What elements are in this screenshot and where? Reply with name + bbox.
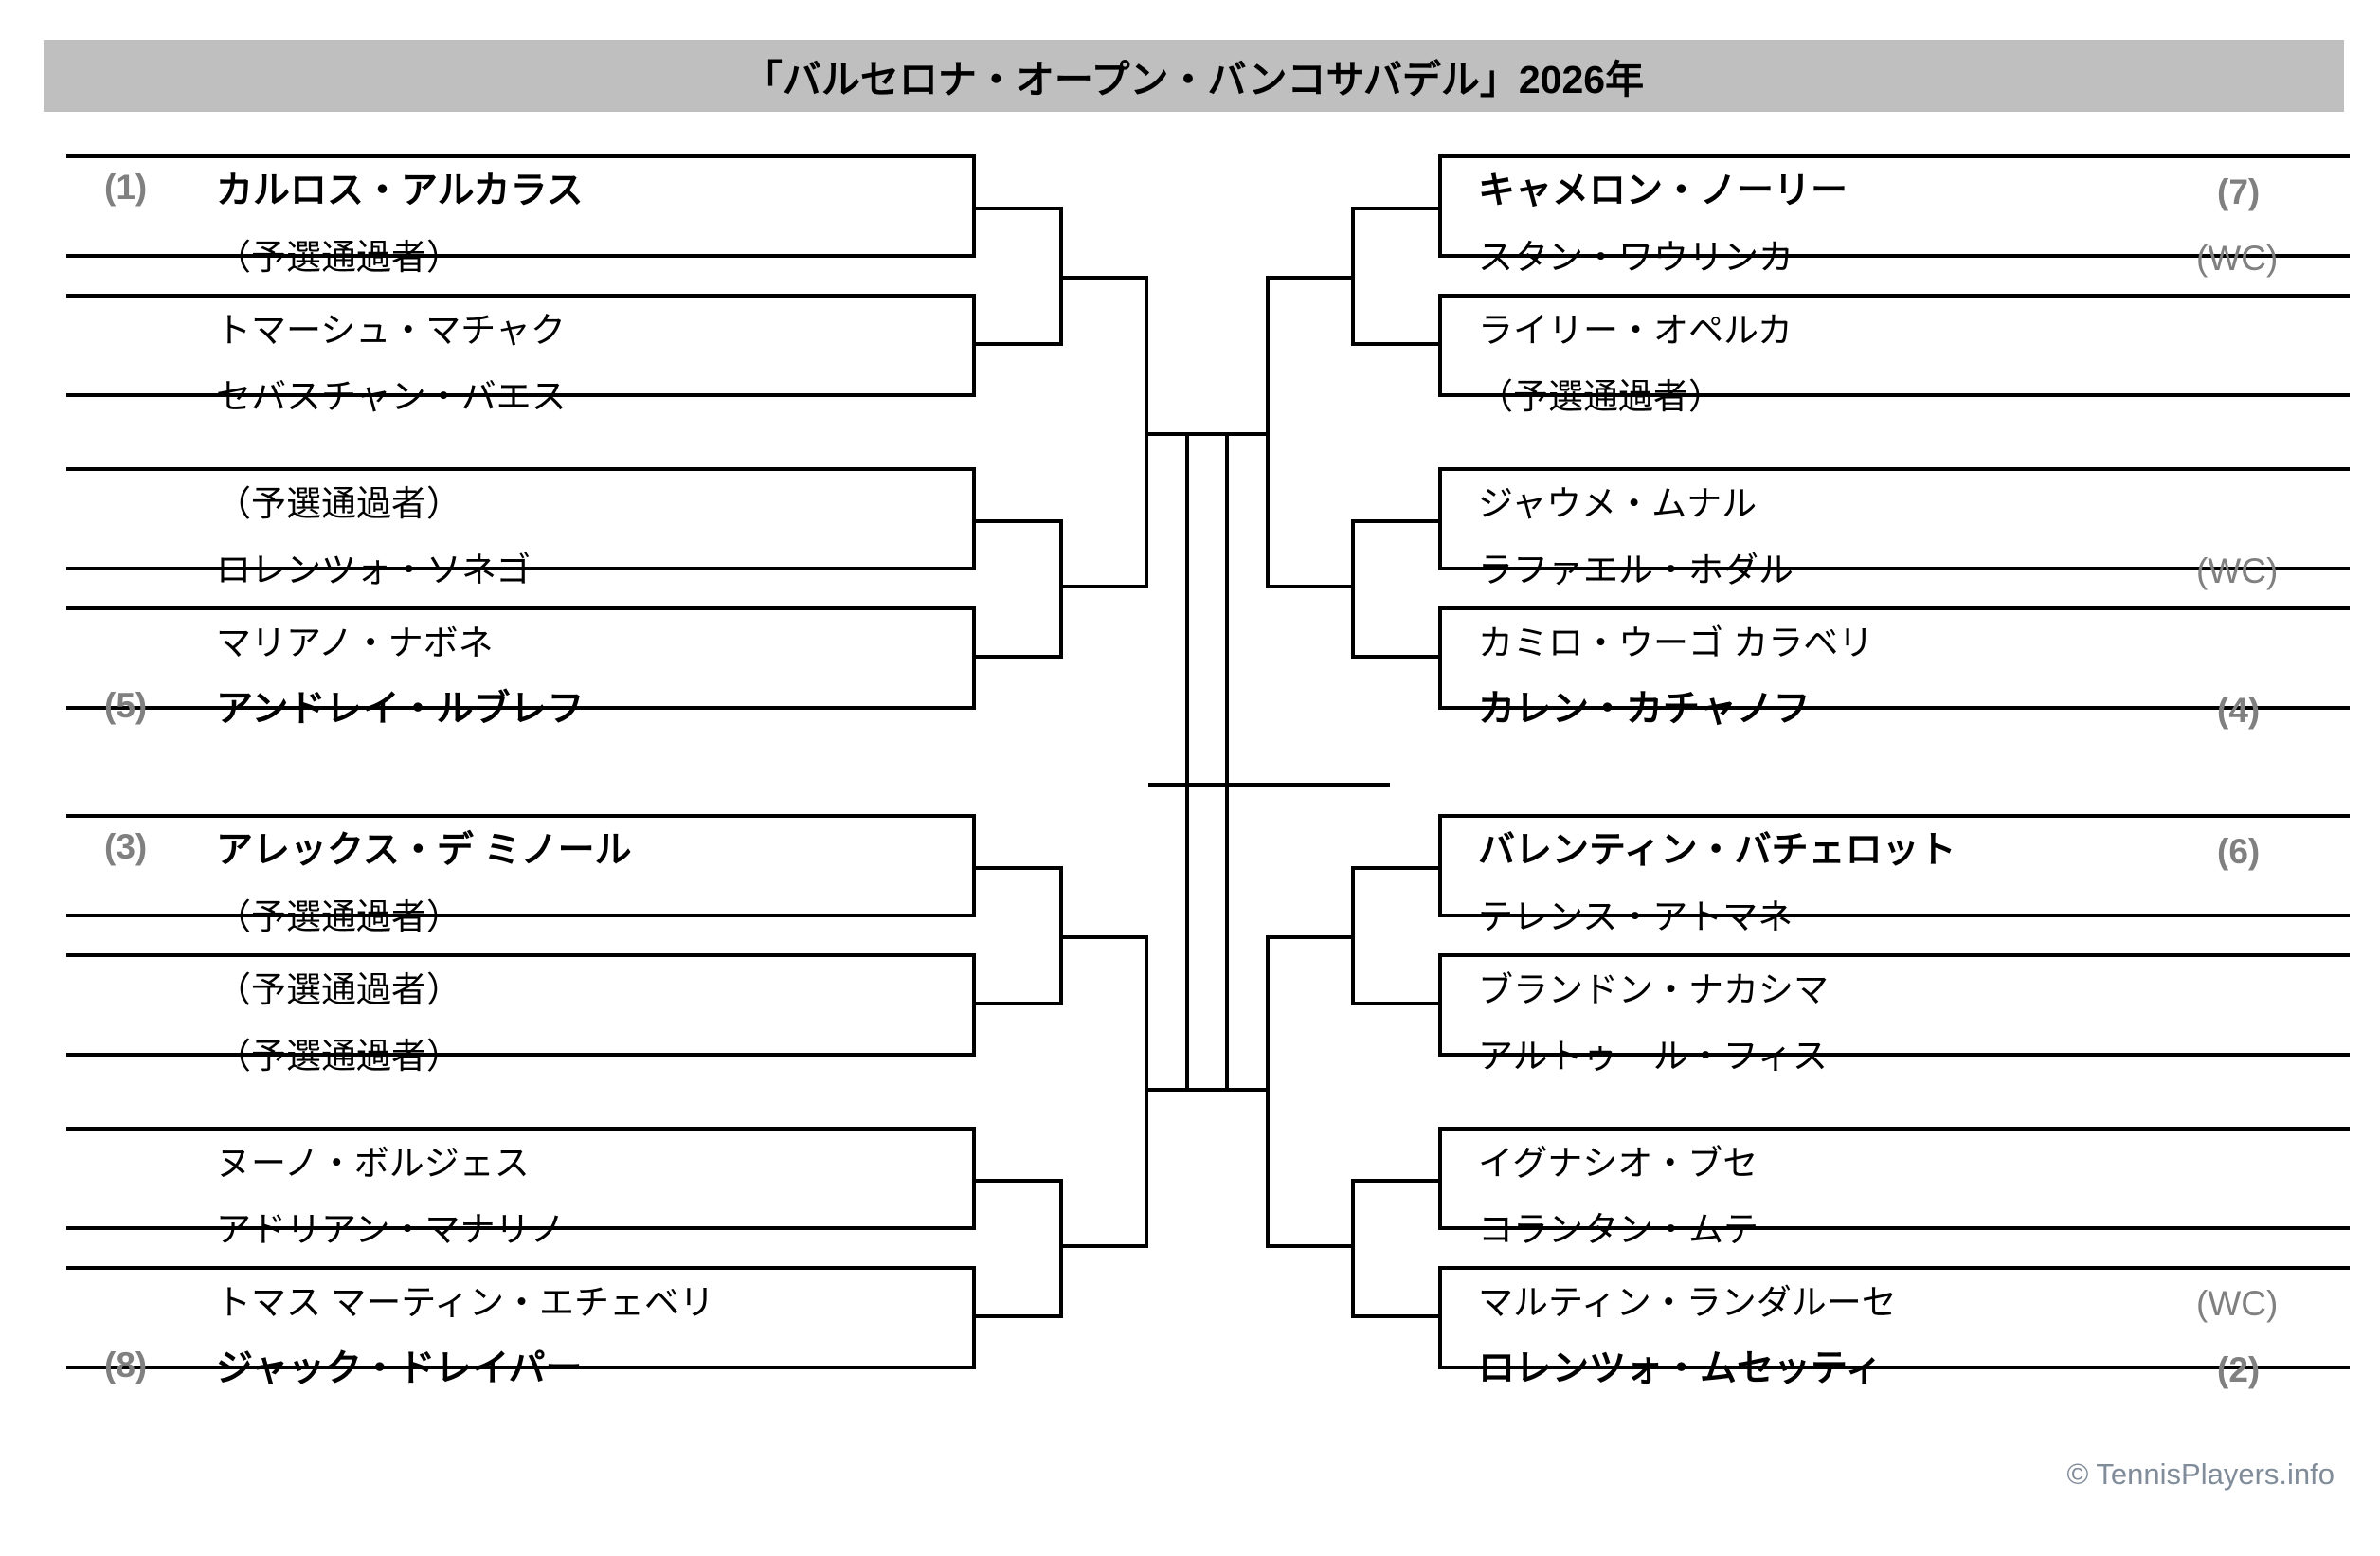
player-slot-L1-2[interactable]: （予選通過者） (104, 227, 461, 280)
player-slot-R7-1[interactable]: イグナシオ・ブセ (1478, 1133, 1758, 1186)
wildcard-label-R3-2: (WC) (2196, 552, 2279, 590)
wildcard-label-R8-1: (WC) (2196, 1284, 2279, 1323)
seed-label-R8-2: (2) (2217, 1350, 2261, 1389)
player-name: トマス マーティン・エチェベリ (216, 1283, 715, 1322)
player-name: マルティン・ランダルーセ (1478, 1283, 1897, 1322)
player-slot-L8-2[interactable]: (8) ジャック・ドレイパー (104, 1339, 583, 1392)
player-name: スタン・ワウリンカ (1478, 238, 1794, 277)
player-slot-R1-1[interactable]: キャメロン・ノーリー (1478, 161, 1848, 214)
player-name: カミロ・ウーゴ カラベリ (1478, 624, 1874, 662)
connector-L-r2-a (976, 207, 1063, 346)
player-name: （予選通過者） (216, 238, 461, 277)
player-name: イグナシオ・ブセ (1478, 1144, 1758, 1183)
player-slot-L6-1[interactable]: （予選通過者） (104, 960, 461, 1013)
player-name: ラファエル・ホダル (1478, 551, 1794, 589)
player-name: （予選通過者） (216, 970, 461, 1009)
seed-label-R4-2: (4) (2217, 691, 2261, 730)
player-slot-L4-1[interactable]: マリアノ・ナボネ (104, 613, 494, 666)
player-slot-L3-2[interactable]: ロレンツォ・ソネゴ (104, 540, 531, 593)
player-name: （予選通過者） (1478, 377, 1723, 416)
player-slot-R3-2[interactable]: ラファエル・ホダル (1478, 540, 1794, 593)
player-name: （予選通過者） (216, 484, 461, 523)
seed-label-R5-1: (6) (2217, 832, 2261, 871)
player-name: テレンス・アトマネ (1478, 897, 1794, 936)
final-line-right (1229, 783, 1267, 787)
player-name: セバスチャン・バエス (216, 377, 567, 416)
player-slot-L8-1[interactable]: トマス マーティン・エチェベリ (104, 1273, 714, 1326)
player-slot-R4-2[interactable]: カレン・カチャノフ (1478, 679, 1811, 733)
connector-R-r2-c (1351, 866, 1438, 1005)
player-slot-L5-1[interactable]: (3) アレックス・デ ミノール (104, 821, 632, 874)
connector-R-r2-b (1351, 519, 1438, 659)
player-slot-R6-2[interactable]: アルトゥール・フィス (1478, 1026, 1828, 1079)
player-slot-L2-2[interactable]: セバスチャン・バエス (104, 367, 567, 420)
player-name: ライリー・オペルカ (1478, 311, 1793, 350)
player-name: バレンティン・バチェロット (1478, 830, 1956, 871)
player-name: アレックス・デ ミノール (216, 830, 632, 871)
player-name: カレン・カチャノフ (1478, 689, 1811, 730)
player-slot-R8-2[interactable]: ロレンツォ・ムセッティ (1478, 1339, 1883, 1392)
player-slot-L5-2[interactable]: （予選通過者） (104, 887, 461, 940)
connector-R-r2-a (1351, 207, 1438, 346)
player-slot-L1-1[interactable]: (1) カルロス・アルカラス (104, 161, 584, 214)
seed-label: (8) (104, 1346, 148, 1384)
seed-label: (3) (104, 827, 148, 866)
connector-R-r3-a (1266, 276, 1351, 588)
final-line-left (1148, 783, 1390, 787)
player-slot-R8-1[interactable]: マルティン・ランダルーセ (1478, 1273, 1897, 1326)
page-title: 「バルセロナ・オープン・バンコサバデル」2026年 (743, 58, 1645, 101)
player-slot-L6-2[interactable]: （予選通過者） (104, 1026, 461, 1079)
player-name: カルロス・アルカラス (216, 171, 584, 211)
player-slot-R7-2[interactable]: コランタン・ムテ (1478, 1200, 1758, 1253)
player-name: ロレンツォ・ムセッティ (1478, 1348, 1883, 1389)
copyright-credit: © TennisPlayers.info (2066, 1457, 2335, 1491)
player-slot-L3-1[interactable]: （予選通過者） (104, 474, 461, 527)
seed-label: (1) (104, 168, 148, 207)
player-slot-R5-2[interactable]: テレンス・アトマネ (1478, 887, 1793, 940)
connector-L-r4 (1148, 432, 1229, 1092)
player-slot-L7-1[interactable]: ヌーノ・ボルジェス (104, 1133, 530, 1186)
connector-L-r3-b (1063, 935, 1148, 1248)
player-name: ジャック・ドレイパー (216, 1348, 583, 1389)
player-name: マリアノ・ナボネ (216, 624, 494, 662)
seed-label: (5) (104, 686, 148, 725)
player-name: アドリアン・マナリノ (216, 1210, 566, 1249)
connector-L-r2-c (976, 866, 1063, 1005)
player-name: ブランドン・ナカシマ (1478, 970, 1829, 1009)
player-slot-R5-1[interactable]: バレンティン・バチェロット (1478, 821, 1956, 874)
connector-L-r2-b (976, 519, 1063, 659)
player-slot-L4-2[interactable]: (5) アンドレイ・ルブレフ (104, 679, 584, 733)
player-slot-R1-2[interactable]: スタン・ワウリンカ (1478, 227, 1794, 280)
connector-R-r4 (1185, 432, 1266, 1092)
player-name: （予選通過者） (216, 897, 461, 936)
player-name: アルトゥール・フィス (1478, 1037, 1828, 1076)
player-name: コランタン・ムテ (1478, 1210, 1758, 1249)
player-name: ジャウメ・ムナル (1478, 484, 1758, 523)
wildcard-label-R1-2: (WC) (2196, 239, 2279, 278)
player-name: アンドレイ・ルブレフ (216, 689, 585, 730)
player-slot-R2-2[interactable]: （予選通過者） (1478, 367, 1723, 420)
connector-L-r2-d (976, 1179, 1063, 1318)
player-name: トマーシュ・マチャク (216, 311, 566, 350)
connector-R-r3-b (1266, 935, 1351, 1248)
player-slot-R3-1[interactable]: ジャウメ・ムナル (1478, 474, 1757, 527)
player-name: ロレンツォ・ソネゴ (216, 551, 532, 589)
player-slot-L7-2[interactable]: アドリアン・マナリノ (104, 1200, 566, 1253)
player-slot-R6-1[interactable]: ブランドン・ナカシマ (1478, 960, 1829, 1013)
player-name: ヌーノ・ボルジェス (216, 1144, 530, 1183)
player-slot-L2-1[interactable]: トマーシュ・マチャク (104, 300, 566, 353)
player-slot-R4-1[interactable]: カミロ・ウーゴ カラベリ (1478, 613, 1873, 666)
player-name: （予選通過者） (216, 1037, 461, 1076)
connector-R-r2-d (1351, 1179, 1438, 1318)
connector-L-r3-a (1063, 276, 1148, 588)
player-name: キャメロン・ノーリー (1478, 171, 1848, 211)
player-slot-R2-1[interactable]: ライリー・オペルカ (1478, 300, 1793, 353)
page-title-bar: 「バルセロナ・オープン・バンコサバデル」2026年 (44, 40, 2344, 112)
seed-label-R1-1: (7) (2217, 172, 2261, 211)
